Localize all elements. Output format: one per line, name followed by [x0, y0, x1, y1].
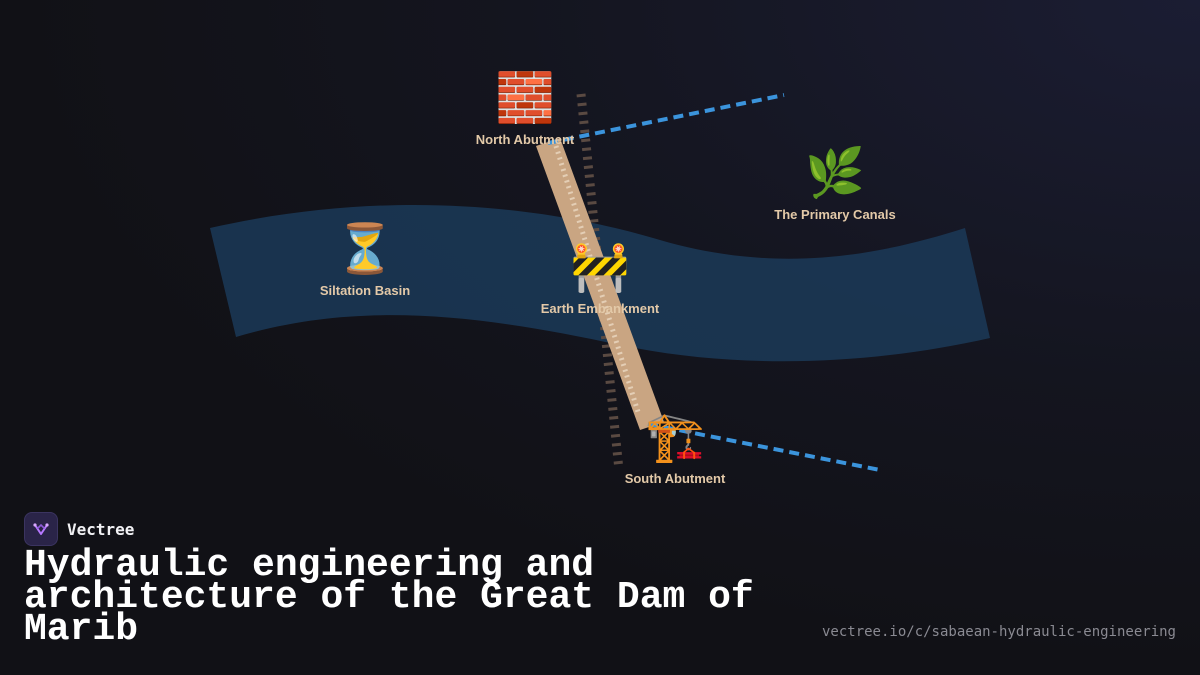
brand-name: Vectree	[67, 519, 135, 539]
node-label: Siltation Basin	[319, 283, 411, 298]
node-south-abutment: 🏗️ South Abutment	[625, 411, 726, 486]
node-label: South Abutment	[624, 471, 726, 486]
brick-icon: 🧱	[495, 72, 555, 125]
north-canal-line	[547, 93, 785, 145]
dam-wall-pattern	[553, 145, 641, 413]
node-primary-canals: 🌿 The Primary Canals	[774, 147, 895, 222]
node-label: The Primary Canals	[774, 207, 896, 222]
node-label: Earth Embankment	[540, 301, 660, 316]
hourglass-icon: ⏳	[335, 223, 395, 276]
node-label: North Abutment	[475, 132, 575, 147]
source-url[interactable]: vectree.io/c/sabaean-hydraulic-engineeri…	[821, 624, 1176, 640]
brand[interactable]: Vectree	[24, 512, 134, 546]
vectree-logo-icon	[24, 512, 58, 546]
building-crane-icon: 🏗️	[645, 411, 705, 464]
construction-barrier-icon: 🚧	[570, 241, 630, 294]
page-title: Hydraulic engineering and architecture o…	[24, 544, 754, 651]
node-earth-embankment: 🚧 Earth Embankment	[541, 241, 659, 316]
node-north-abutment: 🧱 North Abutment	[476, 72, 574, 147]
herb-icon: 🌿	[805, 147, 865, 200]
node-siltation-basin: ⏳ Siltation Basin	[320, 223, 410, 298]
south-canal-line	[647, 422, 881, 472]
